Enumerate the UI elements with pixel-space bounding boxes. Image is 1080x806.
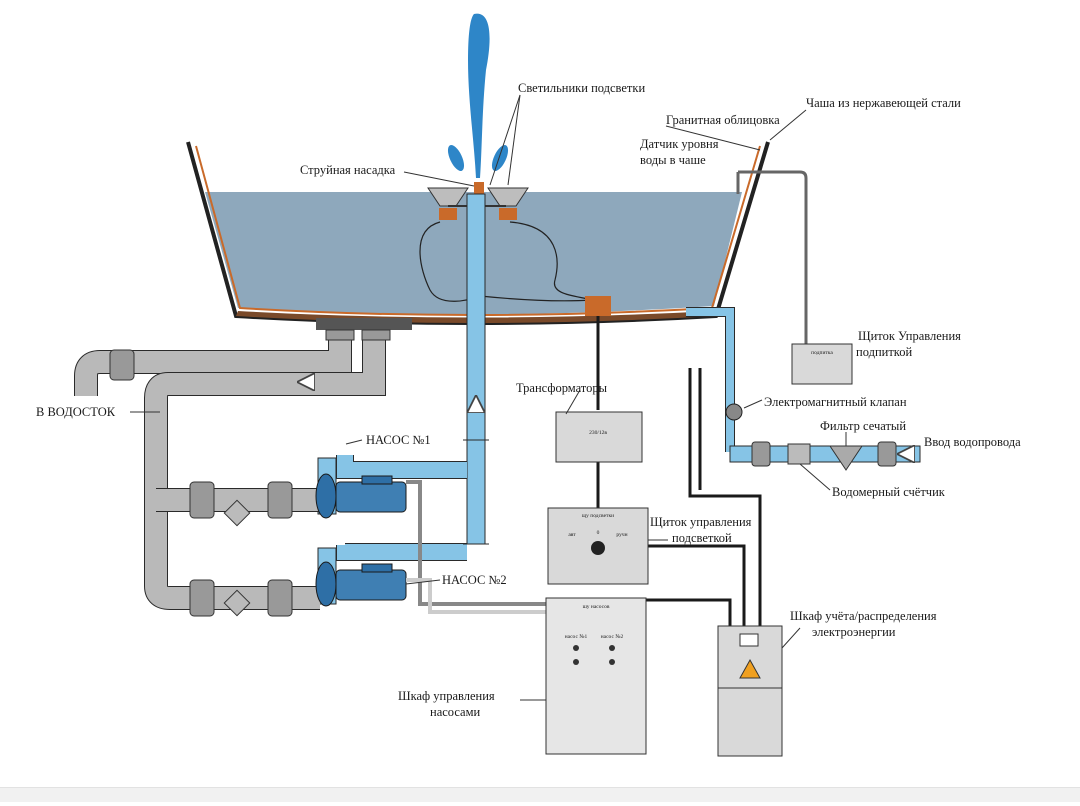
label-steel-bowl: Чаша из нержавеющей стали <box>806 96 961 110</box>
label-filter: Фильтр сечатый <box>820 419 906 433</box>
electric-metering-cabinet <box>717 625 783 757</box>
makeup-control-panel: подпитка <box>791 343 853 385</box>
light-auto: авт <box>568 532 576 538</box>
transformer-box: 230/12в <box>555 411 643 463</box>
label-pump-cabinet-1: Шкаф управления <box>398 689 495 703</box>
water-jet <box>447 13 509 194</box>
light-control-panel: щу подсветки авт 0 ручн <box>547 507 649 585</box>
underwater-lights <box>427 187 529 220</box>
light-zero: 0 <box>597 530 600 536</box>
pump-cabinet-sw1: насос №1 <box>565 634 588 640</box>
label-transformers: Трансформаторы <box>516 381 608 395</box>
solenoid-valve <box>725 403 743 421</box>
warning-icon <box>739 658 761 679</box>
label-makeup-panel-2: подпиткой <box>856 345 912 359</box>
labels: Светильники подсветки Чаша из нержавеюще… <box>36 81 1021 719</box>
label-solenoid: Электромагнитный клапан <box>764 395 907 409</box>
label-light-panel-1: Щиток управления <box>650 515 752 529</box>
jet-drop-left <box>447 145 465 171</box>
water-meter <box>787 443 811 465</box>
light-selector-knob <box>591 541 605 555</box>
light-right <box>487 187 529 207</box>
label-pump-cabinet-2: насосами <box>430 705 481 719</box>
jet-column <box>468 13 490 178</box>
makeup-box-text: подпитка <box>811 350 833 356</box>
inlet-valve-2 <box>877 441 897 467</box>
label-elec-cabinet-2: электроэнергии <box>812 625 896 639</box>
cables <box>406 316 762 626</box>
label-nozzle: Струйная насадка <box>300 163 396 177</box>
light-manual: ручн <box>616 532 627 538</box>
label-level-sensor-1: Датчик уровня <box>640 137 719 151</box>
nozzle <box>474 182 484 194</box>
label-pump2: НАСОС №2 <box>442 573 507 587</box>
light-left-base <box>439 208 457 220</box>
label-water-input: Ввод водопровода <box>924 435 1021 449</box>
label-elec-cabinet-1: Шкаф учёта/распределения <box>790 609 937 623</box>
light-panel-header: щу подсветки <box>582 513 614 519</box>
light-cable-2 <box>509 221 593 301</box>
pump-1 <box>315 473 407 519</box>
suction-drain-pipes <box>74 329 391 617</box>
label-granite: Гранитная облицовка <box>666 113 780 127</box>
pump-control-cabinet: шу насосов насос №1 насос №2 <box>545 597 647 755</box>
inlet-pipe <box>729 445 921 463</box>
pump-2 <box>315 561 407 607</box>
inlet-valve-1 <box>751 441 771 467</box>
junction-box <box>585 296 611 316</box>
pump-cabinet-sw2: насос №2 <box>601 634 624 640</box>
transformer-box-text: 230/12в <box>589 430 607 436</box>
label-drain: В ВОДОСТОК <box>36 405 116 419</box>
bottom-bar <box>0 787 1080 802</box>
light-right-base <box>499 208 517 220</box>
label-level-sensor-2: воды в чаше <box>640 153 706 167</box>
makeup-water-line <box>686 307 921 471</box>
label-light-panel-2: подсветкой <box>672 531 732 545</box>
bottom-drain-housing <box>316 318 412 330</box>
label-meter: Водомерный счётчик <box>832 485 946 499</box>
label-pump1: НАСОС №1 <box>366 433 431 447</box>
jet-drop-right <box>491 145 509 171</box>
label-lights: Светильники подсветки <box>518 81 645 95</box>
pump-cabinet-header: шу насосов <box>583 604 610 610</box>
light-cable-1 <box>419 221 593 302</box>
label-makeup-panel-1: Щиток Управления <box>858 329 961 343</box>
level-sensor-line <box>736 170 808 344</box>
